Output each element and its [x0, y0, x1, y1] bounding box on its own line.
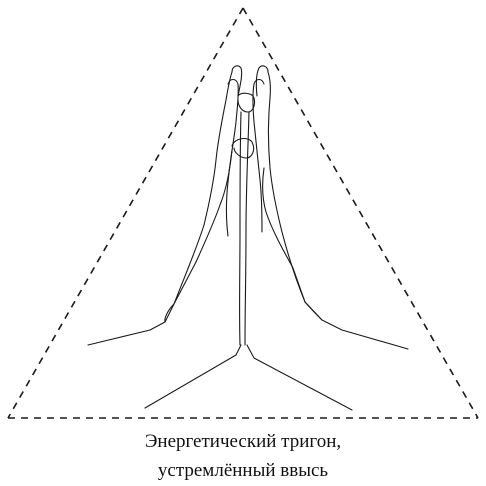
triangle-right-side: [242, 7, 479, 419]
right-palm-crease: [304, 301, 323, 321]
dashed-triangle-frame: [7, 7, 479, 419]
caption: Энергетический тригон, устремлённый ввыс…: [145, 431, 341, 481]
left-hand-outline: [173, 71, 233, 305]
knuckle-loop-upper: [237, 92, 256, 113]
right-thumb: [262, 167, 294, 269]
fingertip-left-1: [231, 65, 243, 97]
center-seam-left: [239, 111, 242, 346]
fingertip-right-2: [252, 78, 265, 123]
triangle-left-side: [7, 7, 244, 419]
fingertip-left-2: [227, 78, 239, 123]
center-seam-right: [244, 111, 250, 346]
left-forearm-upper: [87, 261, 197, 346]
caption-line-1: Энергетический тригон,: [145, 431, 341, 452]
fingertip-right-1: [255, 65, 269, 97]
knuckle-loop-lower: [231, 137, 255, 159]
right-forearm-lower: [246, 344, 353, 411]
left-forearm-lower: [144, 344, 242, 409]
left-inner-finger-line: [225, 121, 237, 237]
praying-hands-icon: [87, 65, 409, 411]
left-palm-crease: [164, 303, 175, 323]
caption-line-2: устремлённый ввысь: [158, 460, 329, 481]
right-inner-finger-line: [253, 121, 263, 233]
right-hand-outline: [267, 71, 306, 303]
